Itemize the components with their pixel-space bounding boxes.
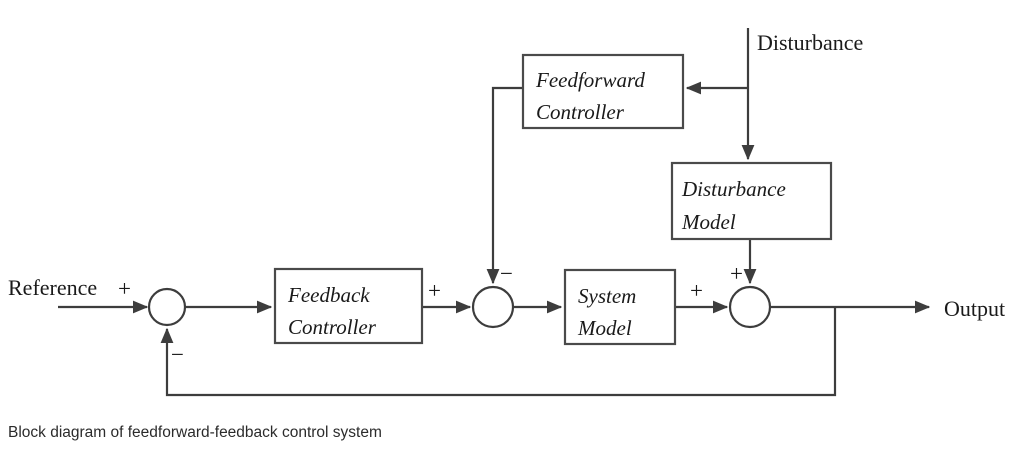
wire-feedback-path xyxy=(160,307,837,397)
summing-junction-output[interactable] xyxy=(728,285,772,329)
label-disturbance: Disturbance xyxy=(757,30,863,55)
wire-feedforward-controller-to-control-junction xyxy=(486,86,523,285)
sign-disturbance-model-out-plus: + xyxy=(730,261,743,286)
block-feedforward-controller-line2: Controller xyxy=(536,100,625,124)
block-system-model[interactable]: System Model xyxy=(563,268,677,346)
sign-system-model-out-plus: + xyxy=(690,278,703,303)
block-feedforward-controller[interactable]: Feedforward Controller xyxy=(521,53,685,130)
sign-reference-plus: + xyxy=(118,276,131,301)
block-disturbance-model[interactable]: Disturbance Model xyxy=(670,161,833,241)
figure-caption: Block diagram of feedforward-feedback co… xyxy=(8,424,382,441)
block-system-model-line2: Model xyxy=(577,316,632,340)
block-disturbance-model-line1: Disturbance xyxy=(681,177,786,201)
block-feedback-controller-line2: Controller xyxy=(288,315,377,339)
block-disturbance-model-line2: Model xyxy=(681,210,736,234)
sign-feedback-controller-out-plus: + xyxy=(428,278,441,303)
sign-feedforward-minus: − xyxy=(500,261,513,286)
label-output: Output xyxy=(944,296,1005,321)
block-feedback-controller[interactable]: Feedback Controller xyxy=(273,267,424,345)
summing-junction-control[interactable] xyxy=(471,285,515,329)
sign-feedback-minus: − xyxy=(171,342,184,367)
summing-junction-error[interactable] xyxy=(147,287,187,327)
block-system-model-line1: System xyxy=(578,284,636,308)
block-feedback-controller-line1: Feedback xyxy=(287,283,370,307)
block-diagram: Feedforward Controller Disturbance Model… xyxy=(8,28,1005,397)
block-feedforward-controller-line1: Feedforward xyxy=(535,68,645,92)
label-reference: Reference xyxy=(8,275,97,300)
